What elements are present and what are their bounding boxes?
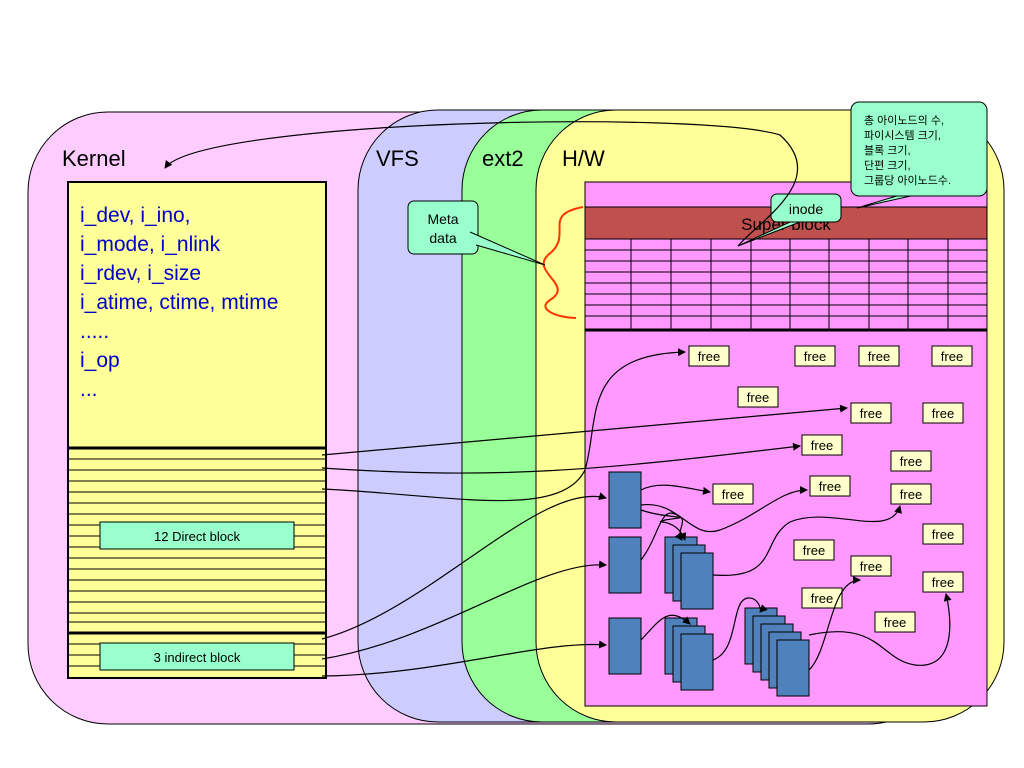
data-block [608,617,642,675]
free-block: free [794,345,836,367]
free-block: free [922,571,964,593]
arrow-indirect-1 [321,492,607,640]
inode-struct-box [67,181,327,679]
free-block: free [737,386,779,408]
note-callout-line: 단편 크기, [864,159,911,172]
note-callout-pointer [856,194,916,209]
arrow-direct-3 [321,348,686,502]
arrow-block-9 [808,593,952,666]
block-pointer-rows [68,446,326,667]
free-label: free [941,349,963,364]
inode-field: i_dev, i_ino, [80,204,191,227]
free-label: free [932,406,954,421]
free-label: free [747,390,769,405]
free-block: free [890,450,932,472]
free-label: free [932,575,954,590]
direct-block-label-box [99,521,295,550]
free-block: free [858,345,900,367]
free-blocks: free free free free free free free free … [688,345,973,633]
free-block: free [688,345,730,367]
meta-callout-pointer [469,231,546,266]
note-callout-line: 총 아이노드의 수, [864,114,944,127]
data-block [608,536,642,594]
data-block [680,633,714,691]
arrow-block-2 [640,486,808,533]
free-label: free [722,487,744,502]
arrow-direct-2 [321,442,801,474]
inode-fields: i_dev, i_ino, i_mode, i_nlink i_rdev, i_… [80,204,278,401]
arrow-block-3 [640,509,687,541]
data-block [680,552,714,610]
kernel-label: Kernel [62,146,126,171]
arrow-indirect-2 [321,560,607,660]
free-block: free [801,587,843,609]
free-block: free [931,345,973,367]
free-label: free [819,479,841,494]
free-block: free [801,434,843,456]
arrow-block-6 [640,614,691,641]
free-block: free [874,611,916,633]
free-block: free [922,402,964,424]
free-label: free [804,349,826,364]
meta-callout [407,200,479,255]
inode-callout [770,193,842,223]
inode-field: i_op [80,349,120,372]
arrow-inode-to-kernel [164,121,798,247]
free-label: free [811,591,833,606]
free-label: free [811,438,833,453]
hw-label: H/W [562,146,605,171]
note-callout-line: 블록 크기, [864,144,911,157]
arrow-block-8 [808,576,861,671]
free-block: free [793,539,835,561]
data-block [776,639,810,697]
free-block: free [890,483,932,505]
ext2-label: ext2 [482,146,524,171]
free-label: free [868,349,890,364]
free-label: free [884,615,906,630]
free-block: free [809,475,851,497]
meta-callout-line: Meta [427,211,458,227]
arrow-direct-1 [321,404,848,456]
inode-table-grid [584,238,988,332]
arrow-block-1 [640,484,711,495]
free-label: free [932,527,954,542]
meta-brace [542,206,584,319]
indirect-block-label: 3 indirect block [154,650,241,665]
free-label: free [698,349,720,364]
free-label: free [900,487,922,502]
inode-field: ..... [80,320,109,343]
free-block: free [850,555,892,577]
data-blocks [608,471,810,697]
pointer-arrows [321,348,952,677]
free-label: free [860,559,882,574]
free-label: free [900,454,922,469]
free-block: free [712,483,754,505]
inode-field: i_mode, i_nlink [80,233,221,256]
inode-field: ... [80,378,98,401]
meta-callout-line: data [429,230,456,246]
free-block: free [850,402,892,424]
note-callout-line: 파이시스템 크기, [864,129,941,142]
inode-callout-label: inode [789,201,823,217]
data-block [608,471,642,529]
arrow-block-7 [712,597,768,661]
arrow-indirect-3 [321,640,607,677]
free-label: free [860,406,882,421]
free-block: free [922,523,964,545]
inode-field: i_rdev, i_size [80,262,201,285]
inode-field: i_atime, ctime, mtime [80,291,278,314]
note-callout-line: 그룹당 아이노드수. [864,174,951,187]
direct-block-label: 12 Direct block [154,529,240,544]
arrow-block-4 [640,512,684,561]
arrow-block-5 [712,505,902,576]
indirect-block-label-box [99,642,295,671]
vfs-label: VFS [376,146,419,171]
note-callout [850,101,988,197]
free-label: free [803,543,825,558]
